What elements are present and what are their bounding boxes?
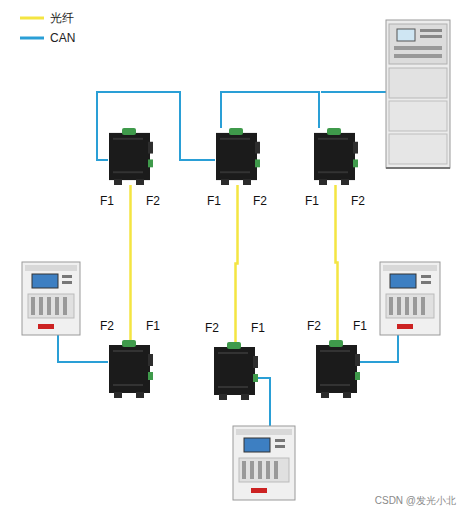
fire-panel <box>380 262 440 335</box>
fiber-line <box>336 185 338 340</box>
main-cabinet <box>386 20 450 168</box>
converter-module <box>108 128 153 185</box>
legend-text: CAN <box>50 31 75 45</box>
port-label: F1 <box>251 321 265 335</box>
port-label: F1 <box>146 319 160 333</box>
port-label: F1 <box>207 194 221 208</box>
converter-node: F2F1 <box>108 340 153 398</box>
legend-line <box>20 15 44 21</box>
can-wire <box>258 378 270 426</box>
converter-module <box>313 128 358 185</box>
fiber-line <box>236 185 238 342</box>
port-label: F2 <box>100 319 114 333</box>
converter-module <box>108 340 153 398</box>
converter-node: F1F2 <box>108 128 153 185</box>
port-label: F1 <box>305 194 319 208</box>
can-wire <box>321 91 386 93</box>
watermark: CSDN @发光小北 <box>375 494 456 508</box>
legend-line <box>20 35 44 41</box>
converter-node: F2F1 <box>213 342 258 400</box>
converter-node: F1F2 <box>215 128 260 185</box>
converter-node: F2F1 <box>315 340 360 398</box>
legend-text: 光纤 <box>50 10 74 27</box>
fiber-line <box>129 185 132 340</box>
converter-module <box>215 128 260 185</box>
fire-panel <box>233 426 295 500</box>
can-wire <box>58 335 108 362</box>
legend-item: CAN <box>20 30 75 46</box>
legend-item: 光纤 <box>20 10 74 26</box>
converter-module <box>213 342 258 400</box>
port-label: F2 <box>205 321 219 335</box>
port-label: F2 <box>351 194 365 208</box>
port-label: F2 <box>307 319 321 333</box>
port-label: F2 <box>253 194 267 208</box>
can-wire <box>360 335 398 362</box>
port-label: F2 <box>146 194 160 208</box>
converter-module <box>315 340 360 398</box>
port-label: F1 <box>100 194 114 208</box>
fire-panel <box>22 262 80 335</box>
can-line <box>221 92 319 128</box>
port-label: F1 <box>353 319 367 333</box>
converter-node: F1F2 <box>313 128 358 185</box>
